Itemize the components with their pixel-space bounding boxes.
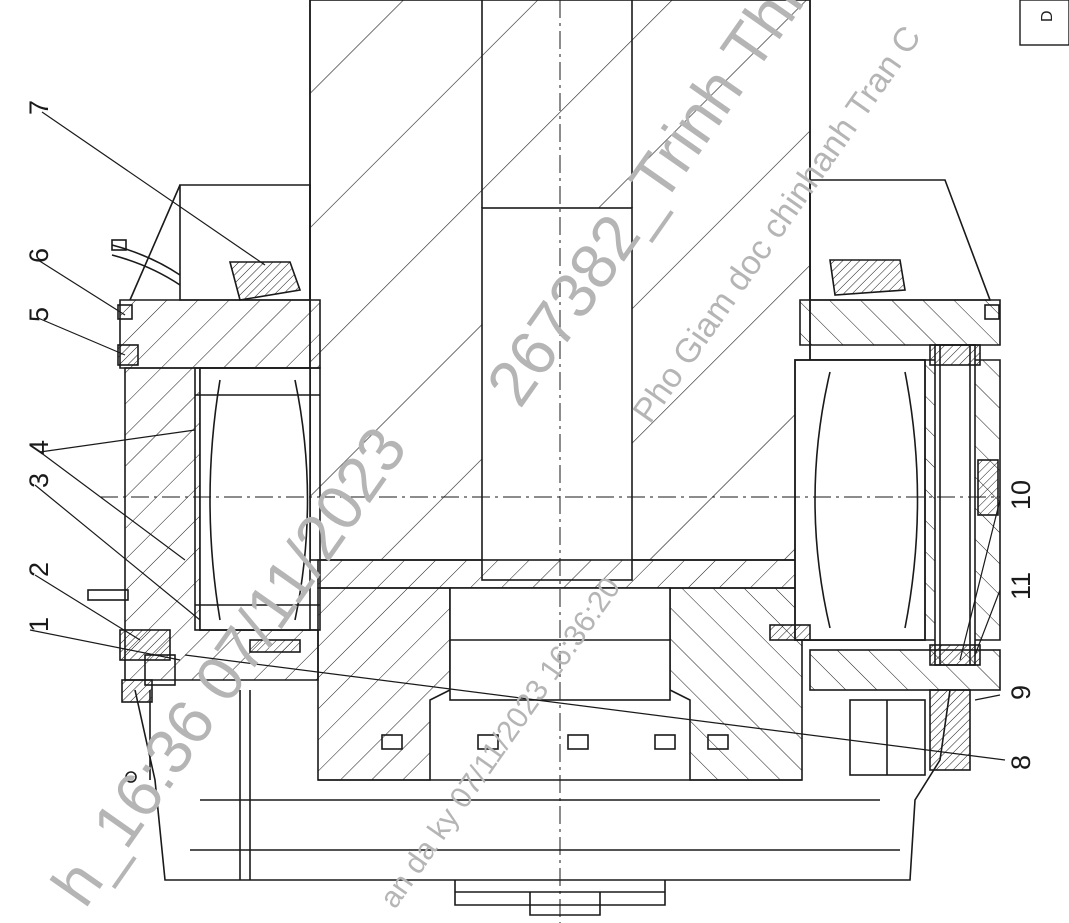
- part-label-3: 3: [24, 473, 54, 488]
- part-label-10: 10: [1006, 480, 1036, 510]
- left-lower-ring: [87, 589, 301, 686]
- left-bearing-housing: [124, 367, 321, 681]
- part-label-7: 7: [24, 100, 54, 115]
- part-labels: 1 2 3 4 5 6 7 8 9 10 11: [24, 100, 1036, 770]
- right-seal-cover: [799, 179, 1001, 346]
- part-label-2: 2: [24, 562, 54, 577]
- leader-lines: [29, 111, 1006, 761]
- centre-lines: [100, 0, 1000, 923]
- left-seal-cover: [111, 184, 321, 369]
- part-label-9: 9: [1006, 685, 1036, 700]
- part-label-8: 8: [1006, 755, 1036, 770]
- hub-bolt-row: [381, 734, 729, 750]
- right-lower-ring: [769, 624, 1001, 776]
- part-label-1: 1: [24, 617, 54, 632]
- part-label-4: 4: [24, 440, 54, 455]
- title-block-corner: D: [1019, 0, 1069, 46]
- right-bearing-housing: [794, 344, 1001, 666]
- part-label-11: 11: [1006, 572, 1036, 600]
- title-block-letter: D: [1039, 10, 1056, 22]
- part-label-5: 5: [24, 307, 54, 322]
- part-label-6: 6: [24, 248, 54, 263]
